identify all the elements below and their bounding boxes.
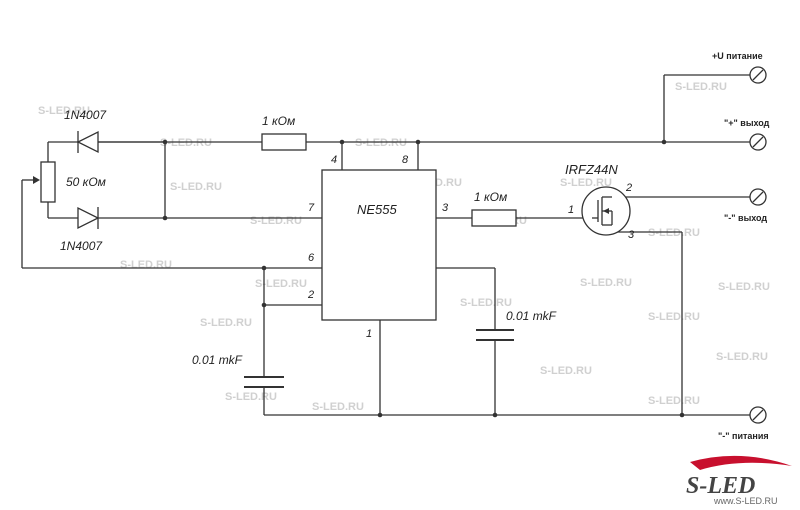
pin-7-label: 7 <box>308 202 315 214</box>
potentiometer-label: 50 кОм <box>66 175 106 189</box>
watermark-text: S-LED.RU <box>120 259 172 271</box>
diode-top-label: 1N4007 <box>64 108 107 122</box>
pin-6-label: 6 <box>308 252 315 264</box>
terminal-output-plus <box>749 133 767 151</box>
watermark-text: S-LED.RU <box>648 311 700 323</box>
logo-url: www.S-LED.RU <box>713 496 778 506</box>
watermark-text: S-LED.RU <box>312 401 364 413</box>
watermark-text: S-LED.RU <box>160 137 212 149</box>
resistor-gate-label: 1 кОм <box>474 190 507 204</box>
potentiometer <box>33 161 56 203</box>
mosfet-drain-pin: 2 <box>625 182 632 194</box>
pin-1-label: 1 <box>366 328 372 340</box>
resistor-top <box>261 133 307 151</box>
terminal-supply-plus <box>749 66 767 84</box>
capacitor-control-label: 0.01 mkF <box>506 309 557 323</box>
wiring <box>21 74 750 416</box>
watermark-text: S-LED.RU <box>540 365 592 377</box>
logo-swoosh-icon <box>690 455 792 470</box>
diode-bottom <box>77 206 100 230</box>
terminal-output-minus <box>749 188 767 206</box>
mosfet-gate-pin: 1 <box>568 204 574 216</box>
watermark-text: S-LED.RU <box>170 181 222 193</box>
pin-3-label: 3 <box>442 202 449 214</box>
diode-top <box>48 130 165 154</box>
watermark-text: S-LED.RU <box>648 227 700 239</box>
watermark-text: S-LED.RU <box>718 281 770 293</box>
terminal-supply-minus <box>749 406 767 424</box>
timer-chip-label: NE555 <box>357 202 398 217</box>
mosfet-source-pin: 3 <box>628 229 635 241</box>
watermark-text: S-LED.RU <box>560 177 612 189</box>
brand-logo: S-LED www.S-LED.RU <box>686 455 792 506</box>
terminal-output-minus-label: "-" выход <box>724 213 767 223</box>
watermark-text: S-LED.RU <box>225 391 277 403</box>
terminal-supply-plus-label: +U питание <box>712 51 763 61</box>
watermark-text: S-LED.RU <box>648 395 700 407</box>
logo-brand: S-LED <box>686 473 755 499</box>
watermark-text: S-LED.RU <box>200 317 252 329</box>
watermark-text: S-LED.RU <box>250 215 302 227</box>
capacitor-timing-label: 0.01 mkF <box>192 353 243 367</box>
pin-2-label: 2 <box>307 289 314 301</box>
capacitor-control <box>476 329 514 341</box>
watermark-text: S-LED.RU <box>460 297 512 309</box>
watermark-text: S-LED.RU <box>355 137 407 149</box>
resistor-top-label: 1 кОм <box>262 114 295 128</box>
pin-4-label: 4 <box>331 154 337 166</box>
watermark-text: S-LED.RU <box>255 278 307 290</box>
junction-dots <box>162 139 685 418</box>
terminal-supply-minus-label: "-" питания <box>718 431 769 441</box>
terminal-output-plus-label: "+" выход <box>724 118 770 128</box>
timer-chip <box>321 169 437 321</box>
watermark-text: S-LED.RU <box>675 81 727 93</box>
pin-8-label: 8 <box>402 154 409 166</box>
watermark-text: S-LED.RU <box>580 277 632 289</box>
mosfet-label: IRFZ44N <box>565 162 618 177</box>
watermark-text: S-LED.RU <box>716 351 768 363</box>
mosfet <box>581 186 631 236</box>
diode-bottom-label: 1N4007 <box>60 239 103 253</box>
resistor-gate <box>471 209 517 227</box>
watermark-text: S-LED.RU <box>38 105 90 117</box>
capacitor-timing <box>244 376 284 388</box>
